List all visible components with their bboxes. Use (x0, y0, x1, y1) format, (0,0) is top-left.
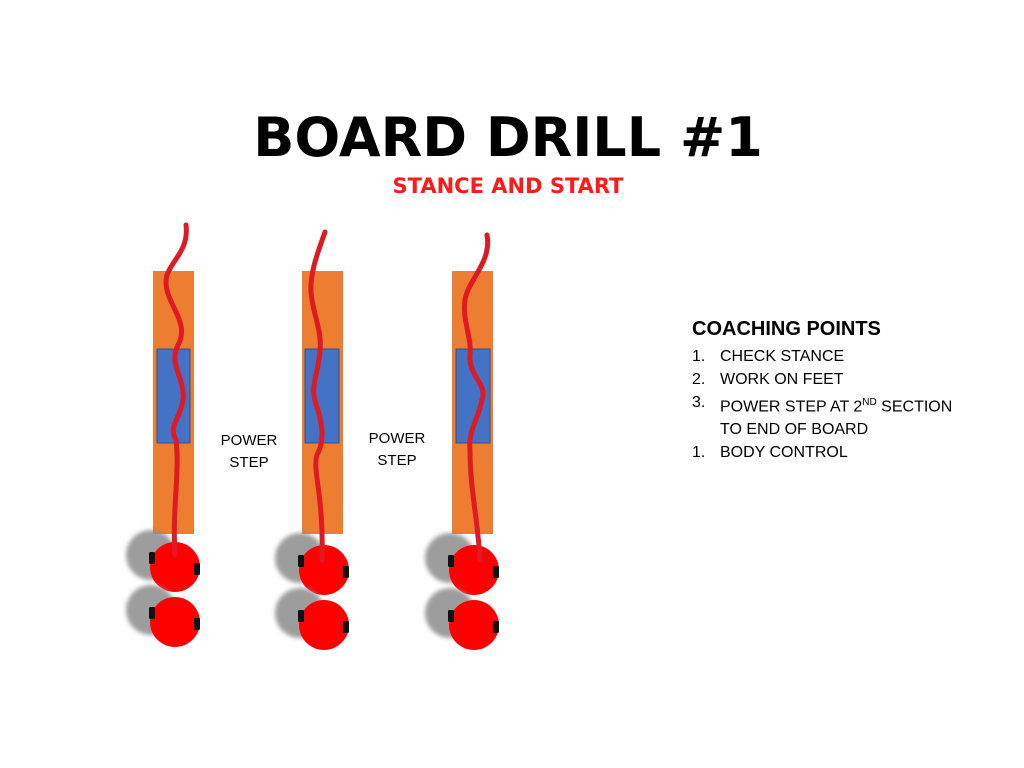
player-hand (343, 621, 349, 633)
player-hand (448, 610, 454, 622)
player-hand (343, 566, 349, 578)
drill-subtitle: STANCE AND START (392, 174, 624, 198)
player-path-1 (163, 222, 189, 558)
player-hand (298, 610, 304, 622)
player (150, 542, 200, 592)
player (299, 545, 349, 595)
player-hand (448, 555, 454, 567)
player (449, 600, 499, 650)
coaching-point-2: 2. WORK ON FEET (692, 371, 844, 388)
player-path-3 (461, 232, 491, 563)
player-hand (298, 555, 304, 567)
coaching-point-1: 1. CHECK STANCE (692, 348, 845, 365)
player-hand (194, 563, 200, 575)
coaching-point-3: 3. POWER STEP AT 2ND SECTION (692, 394, 953, 416)
coaching-points-list: 1. CHECK STANCE 2. WORK ON FEET 3. POWER… (692, 345, 992, 464)
player (449, 545, 499, 595)
player-hand (493, 621, 499, 633)
player-hand (149, 607, 155, 619)
drill-title-number: #1 (679, 106, 763, 169)
power-step-label-2: POWER STEP (368, 430, 426, 469)
drill-title-main: BOARD DRILL (253, 106, 662, 169)
coaching-points: COACHING POINTS 1. CHECK STANCE 2. WORK … (692, 318, 992, 464)
player-hand (194, 618, 200, 630)
player-hand (149, 552, 155, 564)
player (150, 597, 200, 647)
coaching-points-heading: COACHING POINTS (692, 318, 881, 340)
power-step-label-1: POWER STEP (220, 432, 278, 471)
drill-title: BOARD DRILL #1 (0, 108, 1016, 167)
player-path-2 (308, 229, 328, 563)
player-hand (493, 566, 499, 578)
coaching-point-4: 1. BODY CONTROL (692, 444, 848, 462)
coaching-point-3-continuation: TO END OF BOARD (720, 421, 869, 439)
player (299, 600, 349, 650)
